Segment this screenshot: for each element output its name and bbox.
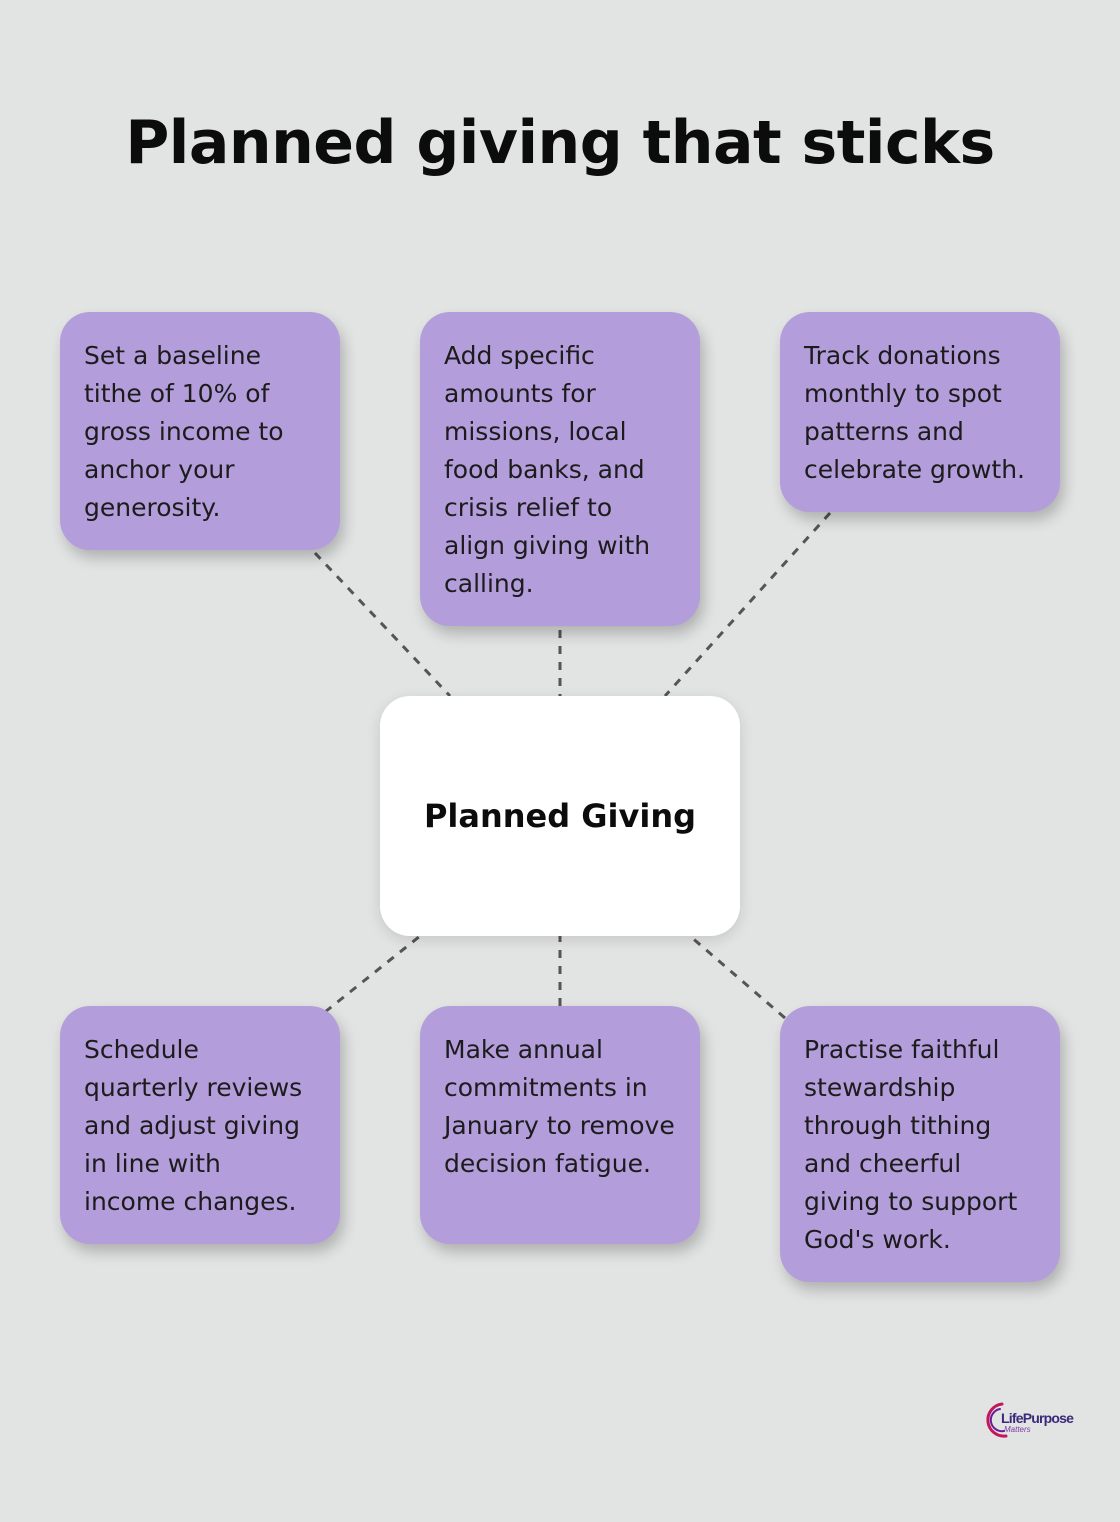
idea-card-baseline-tithe: Set a baseline tithe of 10% of gross inc…	[60, 312, 340, 550]
center-node: Planned Giving	[380, 696, 740, 936]
center-node-label: Planned Giving	[423, 797, 697, 835]
page-title: Planned giving that sticks	[125, 108, 995, 178]
idea-card-track-donations: Track donations monthly to spot patterns…	[780, 312, 1060, 512]
idea-card-faithful-stewardship: Practise faithful stewardship through ti…	[780, 1006, 1060, 1282]
brand-logo: LifePurpose Matters	[982, 1398, 1074, 1444]
connector-card-1	[313, 551, 452, 698]
connector-card-6	[689, 934, 786, 1020]
idea-card-quarterly-reviews: Schedule quarterly reviews and adjust gi…	[60, 1006, 340, 1244]
connector-card-4	[324, 934, 421, 1014]
idea-card-specific-amounts: Add specific amounts for missions, local…	[420, 312, 700, 626]
brand-logo-subtext: Matters	[1004, 1425, 1031, 1434]
brand-swirl-icon	[986, 1402, 1008, 1438]
brand-logo-text: LifePurpose	[1001, 1410, 1074, 1426]
idea-card-annual-commitments: Make annual commitments in January to re…	[420, 1006, 700, 1244]
